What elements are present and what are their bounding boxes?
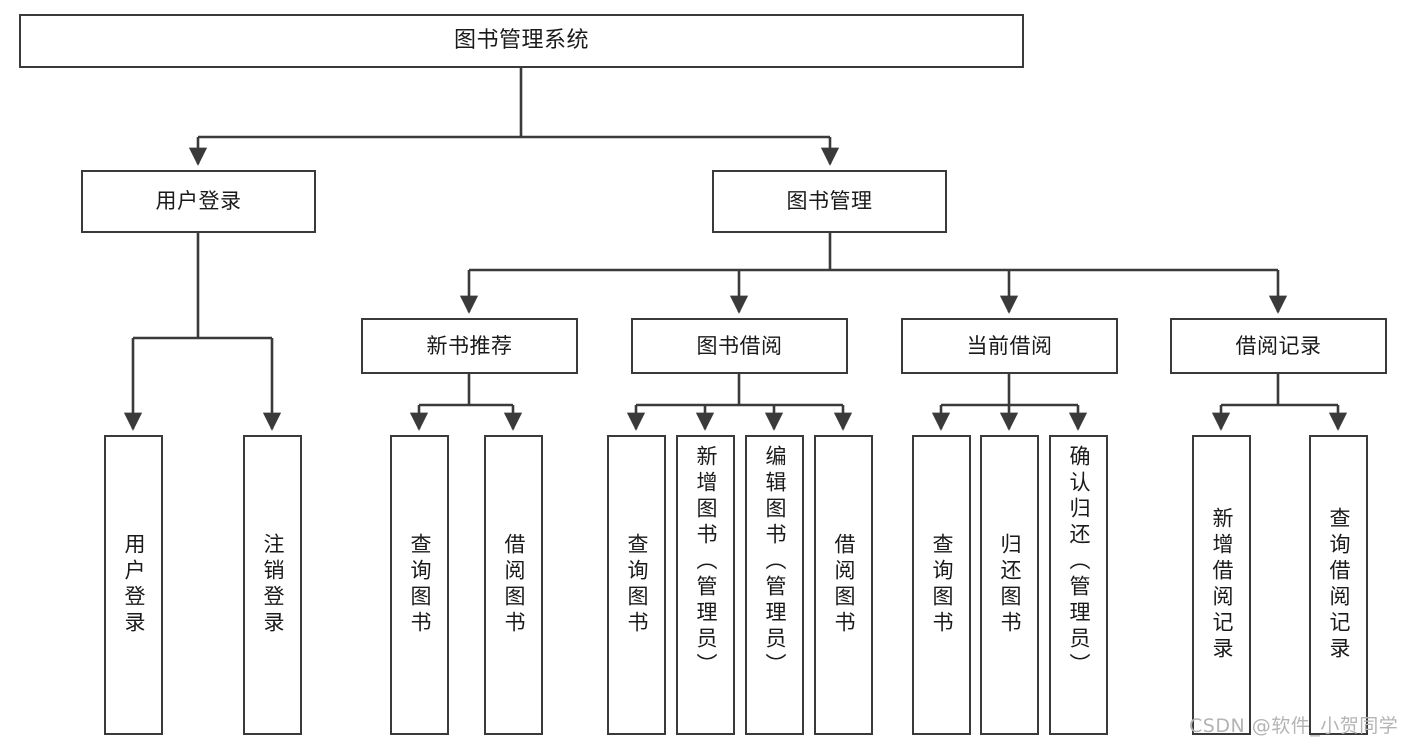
node-label: 查询图书 bbox=[408, 533, 432, 637]
node-label: 图书借阅 bbox=[696, 333, 783, 358]
node-book-management[interactable]: 图书管理 bbox=[712, 170, 947, 233]
node-label: 用户登录 bbox=[122, 533, 146, 637]
node-leaf-logout[interactable]: 注销登录 bbox=[243, 435, 302, 735]
node-label: 新书推荐 bbox=[426, 333, 513, 358]
node-label: 当前借阅 bbox=[966, 333, 1053, 358]
node-book-borrowing[interactable]: 图书借阅 bbox=[631, 318, 848, 374]
node-label: 借阅图书 bbox=[502, 533, 526, 637]
node-borrowing-record[interactable]: 借阅记录 bbox=[1170, 318, 1387, 374]
node-label: 新增图书（管理员） bbox=[694, 445, 718, 679]
node-leaf-borrow-book-rec[interactable]: 借阅图书 bbox=[484, 435, 543, 735]
node-leaf-add-book-admin[interactable]: 新增图书（管理员） bbox=[676, 435, 735, 735]
node-leaf-query-book-borrow[interactable]: 查询图书 bbox=[607, 435, 666, 735]
node-root-book-management-system[interactable]: 图书管理系统 bbox=[19, 14, 1024, 68]
node-new-book-recommendation[interactable]: 新书推荐 bbox=[361, 318, 578, 374]
node-label: 查询借阅记录 bbox=[1327, 507, 1351, 663]
node-label: 编辑图书（管理员） bbox=[763, 445, 787, 679]
node-leaf-return-book[interactable]: 归还图书 bbox=[980, 435, 1039, 735]
node-leaf-user-login[interactable]: 用户登录 bbox=[104, 435, 163, 735]
node-label: 借阅记录 bbox=[1235, 333, 1322, 358]
node-label: 注销登录 bbox=[261, 533, 285, 637]
node-label: 借阅图书 bbox=[832, 533, 856, 637]
node-leaf-confirm-return-admin[interactable]: 确认归还（管理员） bbox=[1049, 435, 1108, 735]
node-label: 归还图书 bbox=[998, 533, 1022, 637]
node-label: 新增借阅记录 bbox=[1210, 507, 1234, 663]
node-label: 确认归还（管理员） bbox=[1067, 445, 1091, 679]
node-leaf-query-borrow-record[interactable]: 查询借阅记录 bbox=[1309, 435, 1368, 735]
node-label: 查询图书 bbox=[930, 533, 954, 637]
node-leaf-add-borrow-record[interactable]: 新增借阅记录 bbox=[1192, 435, 1251, 735]
node-label: 图书管理 bbox=[786, 189, 873, 214]
node-leaf-query-book-current[interactable]: 查询图书 bbox=[912, 435, 971, 735]
node-user-login[interactable]: 用户登录 bbox=[81, 170, 316, 233]
node-label: 查询图书 bbox=[625, 533, 649, 637]
node-leaf-edit-book-admin[interactable]: 编辑图书（管理员） bbox=[745, 435, 804, 735]
node-leaf-query-book-rec[interactable]: 查询图书 bbox=[390, 435, 449, 735]
watermark-text: CSDN @软件_小贺同学 bbox=[1189, 715, 1399, 737]
node-label: 图书管理系统 bbox=[453, 28, 589, 54]
node-leaf-borrow-book[interactable]: 借阅图书 bbox=[814, 435, 873, 735]
node-current-borrowing[interactable]: 当前借阅 bbox=[901, 318, 1118, 374]
node-label: 用户登录 bbox=[155, 189, 242, 214]
